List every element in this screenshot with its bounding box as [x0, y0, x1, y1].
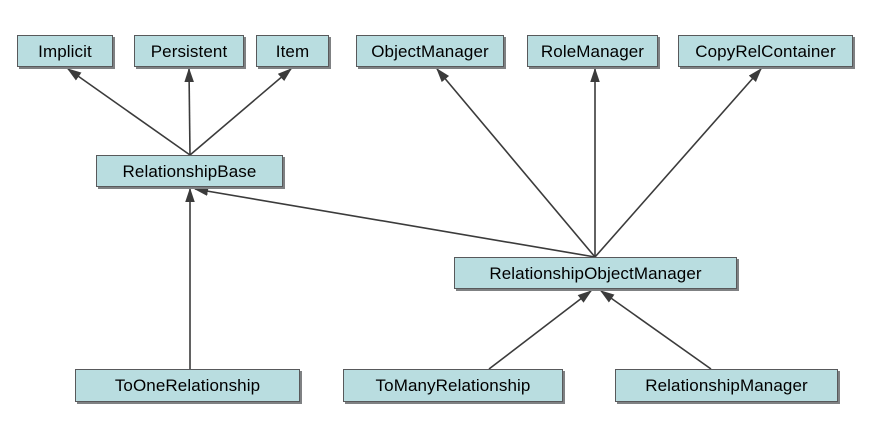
- class-node-label: RelationshipBase: [122, 161, 257, 181]
- edge-relationshipbase-item: [189, 68, 292, 156]
- class-node-persistent[interactable]: Persistent: [134, 35, 244, 67]
- class-node-copy-rel-container[interactable]: CopyRelContainer: [678, 35, 853, 67]
- class-node-label: Persistent: [150, 41, 228, 61]
- class-node-label: ObjectManager: [371, 41, 489, 61]
- class-node-relationship-base[interactable]: RelationshipBase: [96, 155, 283, 187]
- class-node-label: ToOneRelationship: [114, 376, 261, 395]
- class-node-implicit[interactable]: Implicit: [17, 35, 113, 67]
- class-node-label: RelationshipObjectManager: [489, 263, 702, 283]
- class-node-item[interactable]: Item: [256, 35, 329, 67]
- class-node-relationship-object-manager[interactable]: RelationshipObjectManager: [454, 257, 737, 289]
- class-node-label: RoleManager: [540, 41, 645, 61]
- edge-rom-relationshipbase: [193, 186, 596, 258]
- edge-rom-copyrelcontainer: [594, 68, 762, 258]
- class-node-to-one-relationship[interactable]: ToOneRelationship: [75, 369, 300, 402]
- edge-group: [66, 67, 762, 370]
- class-node-role-manager[interactable]: RoleManager: [527, 35, 658, 67]
- edge-relationshipbase-persistent: [184, 67, 194, 156]
- class-node-label: ToManyRelationship: [375, 376, 531, 395]
- edge-tomanyrelationship-rom: [488, 290, 593, 370]
- class-node-relationship-manager[interactable]: RelationshipManager: [615, 369, 838, 402]
- class-node-label: Item: [275, 41, 310, 61]
- edge-rom-objectmanager: [436, 68, 596, 258]
- class-node-label: Implicit: [38, 41, 92, 61]
- class-node-object-manager[interactable]: ObjectManager: [356, 35, 504, 67]
- class-node-label: RelationshipManager: [645, 376, 808, 395]
- edge-relationshipbase-implicit: [66, 68, 191, 156]
- class-node-to-many-relationship[interactable]: ToManyRelationship: [343, 369, 563, 402]
- class-node-label: CopyRelContainer: [695, 41, 836, 61]
- edge-relationshipmanager-rom: [599, 290, 712, 370]
